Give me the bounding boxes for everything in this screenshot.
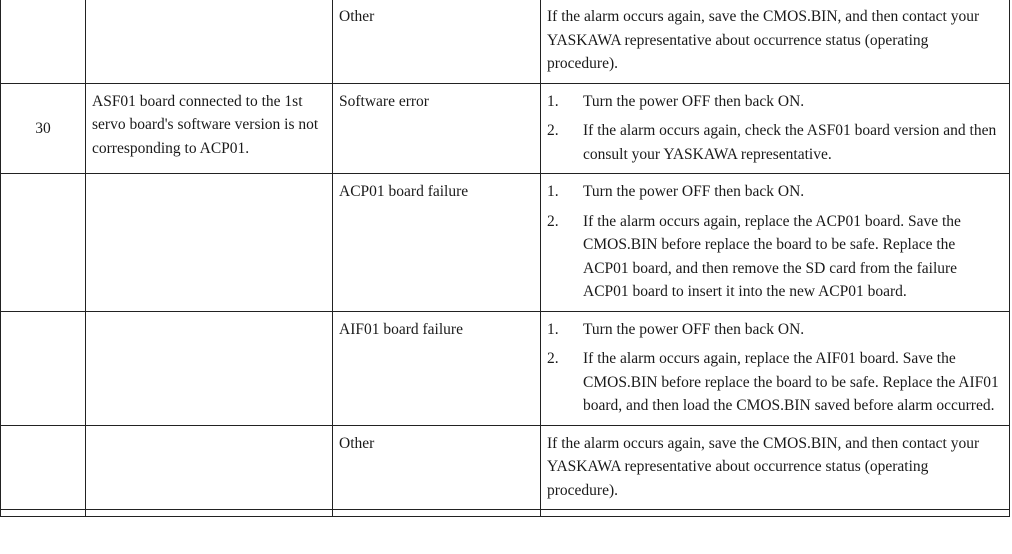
alarm-number-cell [0, 424, 86, 510]
step-number: 1. [547, 92, 559, 110]
remedy-step: 1. Turn the power OFF then back ON. [547, 318, 1003, 342]
alarm-number-cell [0, 173, 86, 312]
remedy-cell: 1. Turn the power OFF then back ON. 2. If … [540, 82, 1010, 174]
table-cell [332, 509, 541, 517]
table-row-partial [0, 509, 1010, 517]
alarm-number-cell [0, 0, 86, 84]
remedy-steps: 1. Turn the power OFF then back ON. 2. If … [547, 180, 1003, 304]
cause-cell: Software error [332, 82, 541, 174]
cause-cell: Other [332, 424, 541, 510]
remedy-cell: If the alarm occurs again, save the CMOS… [540, 424, 1010, 510]
remedy-cell: 1. Turn the power OFF then back ON. 2. If … [540, 310, 1010, 426]
remedy-step: 2. If the alarm occurs again, replace the… [547, 347, 1003, 418]
remedy-step: 2. If the alarm occurs again, check the A… [547, 119, 1003, 166]
remedy-steps: 1. Turn the power OFF then back ON. 2. If … [547, 318, 1003, 418]
table-row: 30 ASF01 board connected to the 1st serv… [0, 82, 1010, 174]
description-cell [85, 0, 333, 84]
table-row: Other If the alarm occurs again, save th… [0, 424, 1010, 510]
table-row: ACP01 board failure 1. Turn the power OFF… [0, 173, 1010, 312]
step-text: If the alarm occurs again, replace the A… [583, 212, 961, 301]
alarm-number-cell: 30 [0, 82, 86, 174]
cause-cell: ACP01 board failure [332, 173, 541, 312]
remedy-cell: 1. Turn the power OFF then back ON. 2. If … [540, 173, 1010, 312]
table-row: AIF01 board failure 1. Turn the power OFF… [0, 310, 1010, 426]
cause-cell: AIF01 board failure [332, 310, 541, 426]
step-number: 1. [547, 320, 559, 338]
table-cell [0, 509, 86, 517]
remedy-cell: If the alarm occurs again, save the CMOS… [540, 0, 1010, 84]
table-row: Other If the alarm occurs again, save th… [0, 0, 1010, 84]
step-number: 2. [547, 212, 559, 230]
description-cell [85, 173, 333, 312]
step-text: Turn the power OFF then back ON. [583, 320, 805, 338]
remedy-step: 1. Turn the power OFF then back ON. [547, 90, 1003, 114]
description-cell [85, 310, 333, 426]
remedy-steps: 1. Turn the power OFF then back ON. 2. If … [547, 90, 1003, 167]
step-text: Turn the power OFF then back ON. [583, 92, 805, 110]
alarm-number-cell [0, 310, 86, 426]
alarm-remedy-table: Other If the alarm occurs again, save th… [0, 0, 1010, 517]
cause-cell: Other [332, 0, 541, 84]
table-cell [540, 509, 1010, 517]
remedy-step: 2. If the alarm occurs again, replace the… [547, 210, 1003, 304]
table-cell [85, 509, 333, 517]
step-number: 2. [547, 350, 559, 367]
remedy-step: 1. Turn the power OFF then back ON. [547, 180, 1003, 204]
description-cell [85, 424, 333, 510]
step-text: Turn the power OFF then back ON. [583, 183, 805, 200]
step-number: 1. [547, 183, 559, 200]
step-text: If the alarm occurs again, check the ASF… [583, 122, 997, 163]
step-text: If the alarm occurs again, replace the A… [583, 350, 999, 414]
step-number: 2. [547, 122, 559, 139]
description-cell: ASF01 board connected to the 1st servo b… [85, 82, 333, 174]
